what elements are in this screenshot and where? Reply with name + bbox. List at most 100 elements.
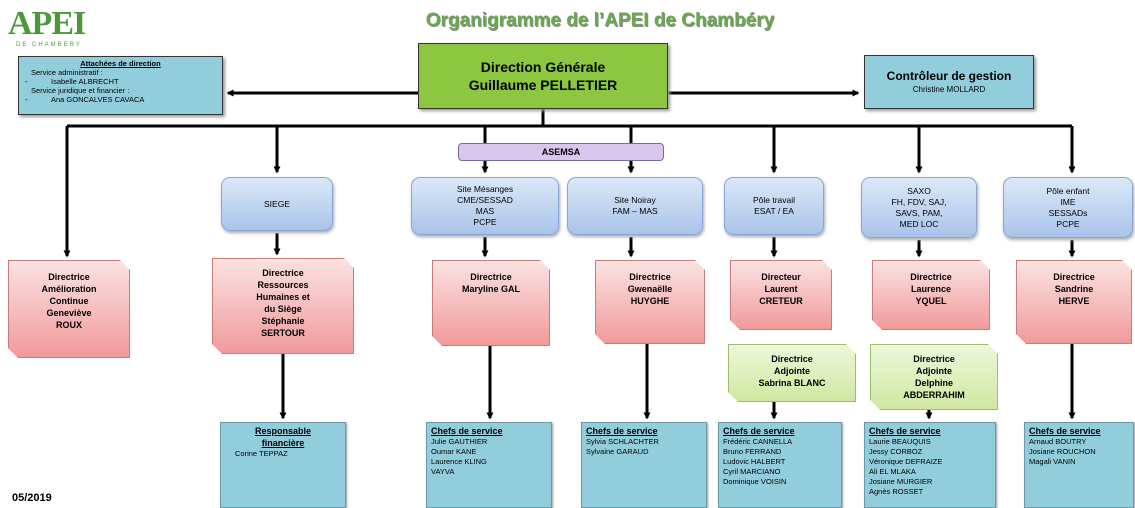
pole-line: Site Mésanges — [456, 184, 514, 194]
attachees-name2-row: - Ana GONCALVES CAVACA — [23, 95, 218, 104]
director-line: CRETEUR — [759, 296, 803, 306]
pole-line: IME — [1060, 196, 1076, 207]
box-heading: Chefs de service — [586, 426, 658, 436]
pole-line: FH, FDV, SAJ, — [891, 196, 947, 207]
director-line: Ressources — [257, 280, 309, 290]
chefs-service-mesanges-box: Chefs de service Julie GAUTHIER Oumar KA… — [426, 422, 552, 508]
list-item: Jessy CORBOZ — [869, 447, 923, 456]
adjointe-line: Adjointe — [916, 366, 952, 376]
page-title: Organigramme de l’APEI de Chambéry — [425, 10, 775, 31]
attachees-name2: Ana GONCALVES CAVACA — [51, 95, 145, 104]
chefs-service-travail-box: Chefs de service Frédéric CANNELLA Bruno… — [718, 422, 842, 508]
box-heading: financière — [261, 438, 305, 448]
box-heading: Chefs de service — [431, 426, 503, 436]
director-line: Laurent — [764, 284, 798, 294]
pole-mesanges: Site Mésanges CME/SESSAD MAS PCPE — [411, 177, 559, 235]
chefs-service-saxo-box: Chefs de service Laurie BEAUQUIS Jessy C… — [864, 422, 996, 508]
director-line: Continue — [49, 296, 89, 306]
pole-line: ESAT / EA — [754, 206, 794, 216]
director-line: HERVE — [1058, 296, 1090, 306]
pole-line: CME/SESSAD — [457, 195, 513, 205]
adjointe-line: Adjointe — [774, 366, 810, 376]
attachees-heading: Attachées de direction — [80, 59, 161, 68]
list-item: Cyril MARCIANO — [723, 467, 781, 476]
director-line: Stéphanie — [261, 316, 305, 326]
logo-sub: DE CHAMBERY — [16, 42, 82, 48]
adjointe-line: Sabrina BLANC — [758, 378, 826, 388]
director-line: Directrice — [910, 272, 952, 282]
director-line: YQUEL — [915, 296, 947, 306]
pole-line: PCPE — [1056, 218, 1080, 229]
pole-noiray: Site Noiray FAM – MAS — [567, 177, 703, 235]
director-line: Directrice — [48, 272, 90, 282]
pole-line: Pôle travail — [752, 195, 796, 205]
apei-logo: APEI DE CHAMBERY — [8, 6, 108, 50]
dash: - — [25, 95, 28, 104]
responsable-financiere-box: Responsable financière Corine TEPPAZ — [220, 422, 346, 508]
asemsa-box: ASEMSA — [458, 143, 664, 161]
director-line: Humaines et — [256, 292, 310, 302]
adjointe-line: Directrice — [913, 354, 955, 364]
pole-saxo: SAXO FH, FDV, SAJ, SAVS, PAM, MED LOC — [861, 177, 977, 238]
director-line: Directrice — [629, 272, 671, 282]
director-enfant: Directrice Sandrine HERVE — [1016, 260, 1132, 344]
pole-line: MAS — [475, 206, 495, 216]
pole-line: SAVS, PAM, — [895, 207, 943, 218]
director-travail: Directeur Laurent CRETEUR — [730, 260, 832, 330]
list-item: Oumar KANE — [431, 447, 477, 456]
pole-siege: SIEGE — [221, 177, 333, 231]
list-item: VAYVA — [431, 467, 455, 476]
director-line: du Siège — [264, 304, 302, 314]
adjointe-travail: Directrice Adjointe Sabrina BLANC — [728, 344, 856, 402]
director-line: Amélioration — [41, 284, 97, 294]
list-item: Magali VANIN — [1029, 457, 1076, 466]
pole-line: SESSADs — [1048, 207, 1088, 218]
adjointe-line: Delphine — [914, 378, 953, 388]
list-item: Josiane MURGIER — [869, 477, 933, 486]
list-item: Julie GAUTHIER — [431, 437, 488, 446]
pole-line: Site Noiray — [614, 195, 656, 205]
director-line: SERTOUR — [261, 328, 305, 338]
direction-generale-box: Direction Générale Guillaume PELLETIER — [418, 43, 668, 109]
list-item: Véronique DEFRAIZE — [869, 457, 943, 466]
adjointe-saxo: Directrice Adjointe Delphine ABDERRAHIM — [870, 344, 998, 410]
attachees-line1: Service administratif : — [31, 68, 103, 77]
box-heading: Chefs de service — [869, 426, 941, 436]
director-line: Maryline GAL — [461, 284, 520, 294]
chefs-service-enfant-box: Chefs de service Arnaud BOUTRY Josiane R… — [1024, 422, 1134, 508]
director-siege: Directrice Ressources Humaines et du Siè… — [212, 258, 354, 354]
director-line: Directrice — [1053, 272, 1095, 282]
pole-enfant: Pôle enfant IME SESSADs PCPE — [1003, 177, 1133, 238]
list-item: Corine TEPPAZ — [235, 449, 288, 458]
director-line: HUYGHE — [630, 296, 670, 306]
list-item: Ali EL MLAKA — [869, 467, 916, 476]
director-line: ROUX — [55, 320, 82, 330]
chefs-service-noiray-box: Chefs de service Sylvia SCHLACHTER Sylva… — [581, 422, 707, 508]
controleur-title: Contrôleur de gestion — [886, 69, 1012, 83]
director-mesanges: Directrice Maryline GAL — [432, 260, 550, 346]
attachees-box: Attachées de direction Service administr… — [18, 56, 223, 115]
dash: - — [25, 77, 28, 86]
director-line: Laurence — [910, 284, 952, 294]
attachees-name1-row: -Isabelle ALBRECHT — [23, 77, 218, 86]
list-item: Bruno FERRAND — [723, 447, 782, 456]
pole-travail: Pôle travail ESAT / EA — [724, 177, 824, 235]
controleur-box: Contrôleur de gestion Christine MOLLARD — [864, 55, 1034, 109]
director-line: Directeur — [761, 272, 801, 282]
list-item: Frédéric CANNELLA — [723, 437, 793, 446]
pole-line: Pôle enfant — [1046, 185, 1090, 196]
director-line: Geneviève — [46, 308, 92, 318]
pole-line: SIEGE — [264, 198, 290, 209]
adjointe-line: Directrice — [771, 354, 813, 364]
document-date: 05/2019 — [12, 492, 52, 504]
list-item: Agnès ROSSET — [869, 487, 924, 496]
box-heading: Chefs de service — [1029, 426, 1101, 436]
pole-line: PCPE — [473, 217, 497, 227]
attachees-line2: Service juridique et financier : — [31, 86, 130, 95]
dg-line2: Guillaume PELLETIER — [468, 77, 618, 93]
logo-main: APEI — [8, 5, 86, 42]
list-item: Josiane ROUCHON — [1029, 447, 1096, 456]
director-saxo: Directrice Laurence YQUEL — [872, 260, 990, 330]
box-heading: Chefs de service — [723, 426, 795, 436]
